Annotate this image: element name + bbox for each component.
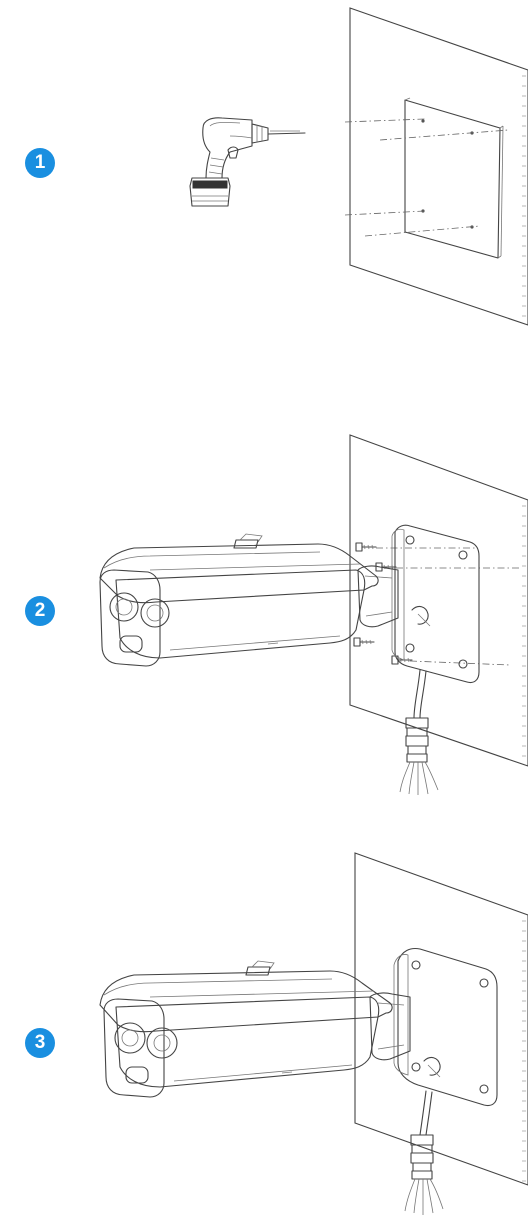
step-number-badge: 3 bbox=[25, 1028, 55, 1058]
cable bbox=[399, 669, 439, 795]
drill-guide-lines bbox=[376, 547, 522, 666]
drill-icon bbox=[189, 117, 306, 207]
wall-panel bbox=[354, 852, 528, 1186]
step-1-drill-holes: 1 bbox=[0, 0, 528, 340]
mounting-base bbox=[393, 947, 498, 1107]
wall-panel bbox=[349, 7, 528, 326]
wall-panel bbox=[349, 434, 528, 767]
cable bbox=[404, 1090, 444, 1215]
mounting-base bbox=[391, 524, 480, 684]
step-2-mount-camera: 2 bbox=[0, 420, 528, 800]
drill-template bbox=[404, 97, 504, 259]
wall-drilling-illustration bbox=[189, 7, 528, 326]
step-3-mounted-camera: 3 bbox=[0, 845, 528, 1220]
drill-guide-lines bbox=[344, 118, 509, 237]
bullet-camera-icon bbox=[99, 533, 379, 667]
camera-mounting-illustration bbox=[99, 434, 528, 795]
camera-installed-illustration bbox=[99, 852, 528, 1215]
bullet-camera-icon bbox=[99, 960, 393, 1098]
step-number-badge: 2 bbox=[25, 596, 55, 626]
step-number-badge: 1 bbox=[25, 148, 55, 178]
